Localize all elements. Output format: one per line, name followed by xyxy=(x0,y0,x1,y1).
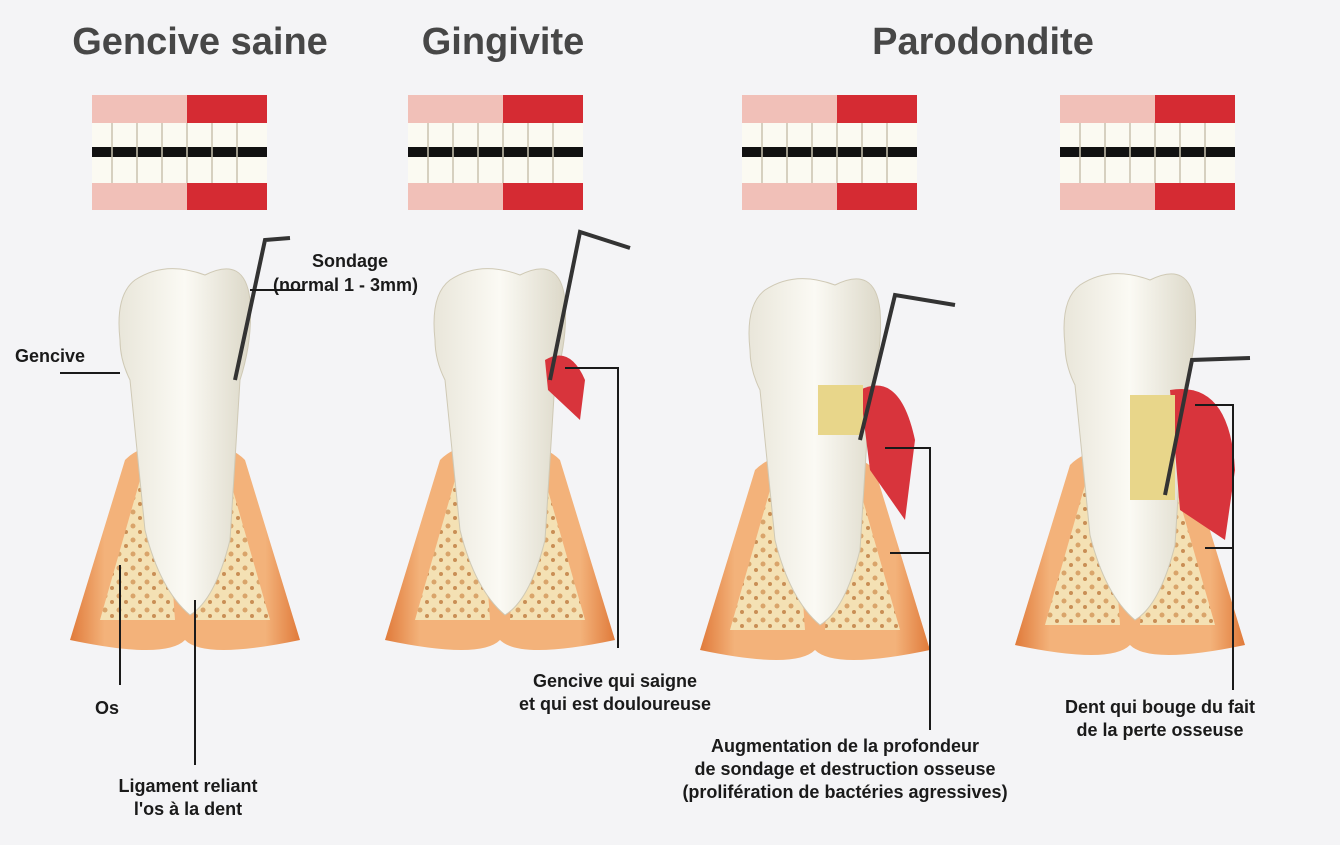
label-bone: Os xyxy=(95,698,119,718)
label-mobile-1: Dent qui bouge du fait xyxy=(1065,697,1255,717)
tooth-illustration-healthy xyxy=(69,268,301,651)
label-probing-1: Sondage xyxy=(312,251,388,271)
title-gingivitis: Gingivite xyxy=(422,21,585,63)
label-mobile-2: de la perte osseuse xyxy=(1076,720,1243,740)
title-healthy-gum: Gencive saine xyxy=(72,21,328,63)
label-ligament-1: Ligament reliant xyxy=(118,776,257,796)
periodontal-probe-icons xyxy=(233,229,1251,496)
label-depth-1: Augmentation de la profondeur xyxy=(711,736,979,756)
label-depth-3: (prolifération de bactéries agressives) xyxy=(682,782,1007,802)
inflamed-gum-gingivitis xyxy=(545,355,585,420)
label-depth-2: de sondage et destruction osseuse xyxy=(694,759,995,779)
label-gum: Gencive xyxy=(15,346,85,366)
mouth-photo-periodontitis-early xyxy=(741,94,918,211)
leader-line-mobile-tooth xyxy=(1195,404,1234,690)
inflamed-gum-advanced xyxy=(1170,389,1235,540)
tooth-illustration-gingivitis xyxy=(384,268,616,651)
inflamed-gum-periodontitis xyxy=(860,385,915,520)
leader-line-depth xyxy=(885,447,931,730)
label-bleeding-1: Gencive qui saigne xyxy=(533,671,697,691)
label-probing-2: (normal 1 - 3mm) xyxy=(273,275,418,295)
leader-line-bleeding-gum xyxy=(565,367,619,648)
label-bleeding-2: et qui est douloureuse xyxy=(519,694,711,714)
tartar-periodontitis xyxy=(818,385,863,435)
mouth-photo-periodontitis-advanced xyxy=(1059,94,1236,211)
mouth-photo-gingivitis xyxy=(407,94,584,211)
label-ligament-2: l'os à la dent xyxy=(134,799,242,819)
title-periodontitis: Parodondite xyxy=(872,21,1094,63)
mouth-photo-healthy xyxy=(91,94,268,211)
